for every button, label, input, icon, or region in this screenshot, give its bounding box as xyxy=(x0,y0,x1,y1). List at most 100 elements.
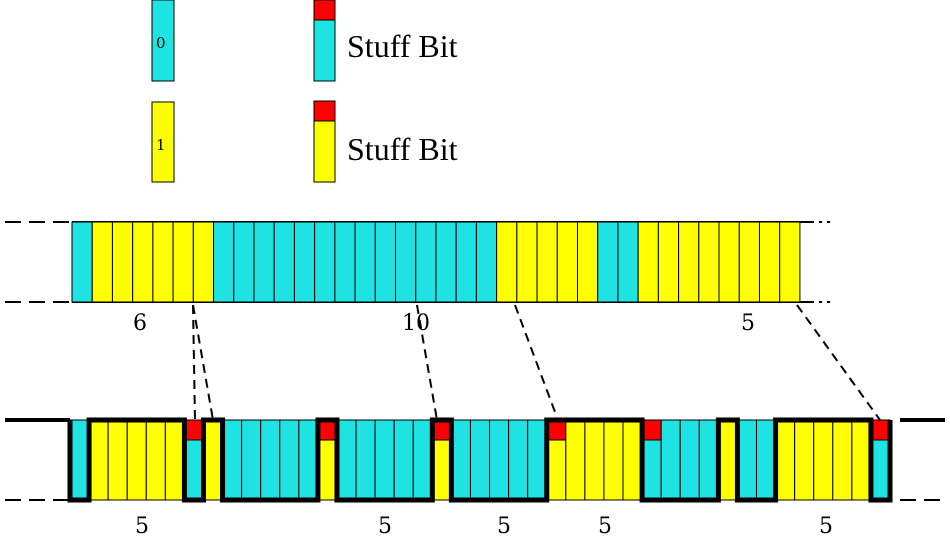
orig-bit-8 xyxy=(233,221,255,303)
orig-bit-6 xyxy=(192,221,215,303)
stuffed-stream-frame xyxy=(5,418,945,501)
stuffed-bit-27 xyxy=(584,419,605,501)
legend-zero-digit: 0 xyxy=(156,34,166,52)
stuff-marker-25 xyxy=(546,419,567,441)
orig-bit-16 xyxy=(395,221,417,303)
orig-bit-19 xyxy=(455,221,477,303)
stuff-marker-42 xyxy=(870,419,891,441)
stuffed-bit-23 xyxy=(508,419,529,501)
legend-one-stuff-red xyxy=(313,100,336,122)
connector-1a xyxy=(192,304,196,421)
stuffed-bit-39 xyxy=(813,419,834,501)
orig-bit-20 xyxy=(475,221,498,303)
stuffed-bit-38 xyxy=(794,419,815,501)
stuffed-bit-15 xyxy=(355,419,376,501)
stuffed-bit-11 xyxy=(279,419,300,501)
stuffed-bit-40 xyxy=(832,419,853,501)
original-stream-bits xyxy=(71,221,801,303)
stuffed-bit-14 xyxy=(336,419,357,501)
orig-bit-23 xyxy=(536,221,558,303)
stuffed-bit-24 xyxy=(527,419,548,501)
stuffed-run-label-2: 5 xyxy=(378,514,392,539)
orig-bit-11 xyxy=(293,221,316,303)
stuffed-run-label-5: 5 xyxy=(819,514,833,539)
legend-one-digit: 1 xyxy=(156,136,166,154)
stuffed-bit-31 xyxy=(660,419,681,501)
orig-bit-30 xyxy=(678,221,700,303)
orig-bit-15 xyxy=(374,221,397,303)
stuffed-bit-5 xyxy=(164,419,185,501)
orig-bit-10 xyxy=(273,221,295,303)
stuffed-stream-signal xyxy=(67,417,893,503)
stuffed-bit-26 xyxy=(565,419,586,501)
stuffed-bit-33 xyxy=(698,419,719,501)
stuff-connectors xyxy=(192,304,881,421)
stuff-marker-6 xyxy=(183,419,204,441)
legend-one-stuff-body xyxy=(313,120,336,183)
stuffed-bit-4 xyxy=(145,419,166,501)
stuffed-bit-21 xyxy=(469,419,491,501)
connector-3 xyxy=(514,304,559,421)
orig-bit-29 xyxy=(657,221,680,303)
stuffed-bit-18 xyxy=(412,419,433,501)
legend-one-bit xyxy=(151,101,175,183)
stuffed-bit-20 xyxy=(450,419,471,501)
stuffed-run-labels: 5 5 5 5 5 xyxy=(135,514,833,539)
orig-bit-3 xyxy=(132,221,154,303)
legend-zero-stuff-body xyxy=(313,19,336,82)
orig-bit-13 xyxy=(334,221,356,303)
orig-bit-31 xyxy=(698,221,720,303)
legend: 0 Stuff Bit 1 Stuff Bit xyxy=(151,0,458,183)
legend-stuff-label-zero: Stuff Bit xyxy=(347,28,458,64)
orig-bit-18 xyxy=(435,221,457,303)
stuff-marker-13 xyxy=(317,419,338,441)
orig-bit-2 xyxy=(111,221,134,303)
stuffed-stream-bits xyxy=(69,419,891,501)
orig-run-label-3: 5 xyxy=(741,311,755,336)
orig-bit-25 xyxy=(577,221,599,303)
stuffed-bit-35 xyxy=(736,419,758,501)
orig-bit-28 xyxy=(637,221,659,303)
orig-bit-0 xyxy=(71,221,93,303)
stuffed-bit-10 xyxy=(260,419,281,501)
orig-bit-34 xyxy=(758,221,781,303)
stuffed-bit-36 xyxy=(756,419,777,501)
stuffed-bit-37 xyxy=(775,419,796,501)
legend-stuff-label-one: Stuff Bit xyxy=(347,131,458,167)
orig-bit-7 xyxy=(213,221,235,303)
orig-bit-9 xyxy=(253,221,275,303)
stuff-marker-30 xyxy=(641,419,662,441)
stuffed-bit-9 xyxy=(241,419,262,501)
orig-bit-24 xyxy=(556,221,579,303)
connector-2 xyxy=(416,304,438,421)
stuffed-run-label-1: 5 xyxy=(135,514,149,539)
orig-bit-5 xyxy=(172,221,194,303)
stuffed-bit-1 xyxy=(88,419,109,501)
stuffed-bit-28 xyxy=(603,419,624,501)
orig-bit-22 xyxy=(516,221,538,303)
signal-waveform xyxy=(67,417,893,503)
stuffed-bit-41 xyxy=(851,419,872,501)
stuffed-run-label-3: 5 xyxy=(497,514,511,539)
stuffed-bit-3 xyxy=(126,419,147,501)
stuffed-bit-2 xyxy=(107,419,128,501)
stuffed-bit-0 xyxy=(69,419,90,501)
legend-zero-bit xyxy=(151,0,175,82)
original-run-labels: 6 10 5 xyxy=(133,311,755,336)
stuffed-bit-16 xyxy=(374,419,395,501)
stuffed-bit-12 xyxy=(298,419,319,501)
orig-bit-35 xyxy=(779,221,801,303)
stuffed-bit-17 xyxy=(393,419,414,501)
stuffed-bit-7 xyxy=(202,419,224,501)
stuffed-run-label-4: 5 xyxy=(598,514,612,539)
orig-bit-27 xyxy=(617,221,639,303)
orig-run-label-1: 6 xyxy=(133,311,147,336)
stuffed-bit-32 xyxy=(679,419,700,501)
orig-bit-1 xyxy=(91,221,113,303)
orig-bit-33 xyxy=(738,221,760,303)
connector-1b xyxy=(192,304,214,421)
stuffed-bit-34 xyxy=(717,419,738,501)
orig-run-label-2: 10 xyxy=(402,311,430,336)
stuff-marker-19 xyxy=(431,419,452,441)
